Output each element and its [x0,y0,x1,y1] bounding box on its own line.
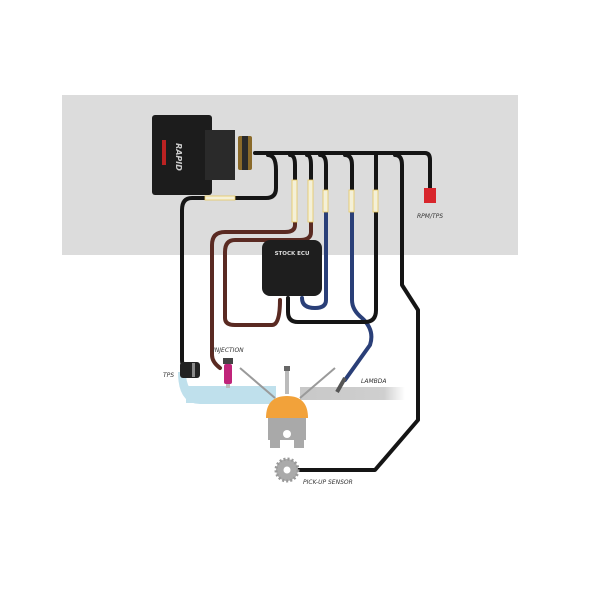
stock-ecu-label: STOCK ECU [275,251,310,257]
wire-to-tps-upper [233,153,278,200]
exhaust-pipe [300,387,405,400]
tps-label: TPS [163,372,174,379]
background-band [62,95,518,255]
rapid-module: RAPID [152,115,252,195]
lambda-sensor [335,377,347,393]
intake-valve [239,367,276,399]
intake-pipe [186,386,276,403]
spark-plug-icon [284,366,290,394]
injection-label: INJECTION [213,347,244,354]
rapid-logo: RAPID [174,143,183,171]
blue-lambda-wire [343,210,374,382]
brown-injection-wire [210,220,297,370]
pickup-sensor-label: PICK-UP SENSOR [303,479,353,486]
blue-ecu-wire [300,210,328,310]
main-harness-wire [253,151,432,190]
lambda-label: LAMBDA [361,378,386,385]
piston [266,396,308,448]
brown-ecu-wire [223,220,313,327]
exhaust-valve [299,367,336,399]
pickup-wire [296,153,420,472]
stock-ecu: STOCK ECU [262,240,322,296]
rpm-tps-terminal [424,188,436,203]
rpm-tps-label: RPM/TPS [417,213,443,220]
splice-connectors [204,179,379,223]
tps-sensor [180,362,200,378]
injector [223,358,233,388]
black-ecu-wire [286,153,378,324]
pickup-sensor-gear-icon [274,457,300,483]
